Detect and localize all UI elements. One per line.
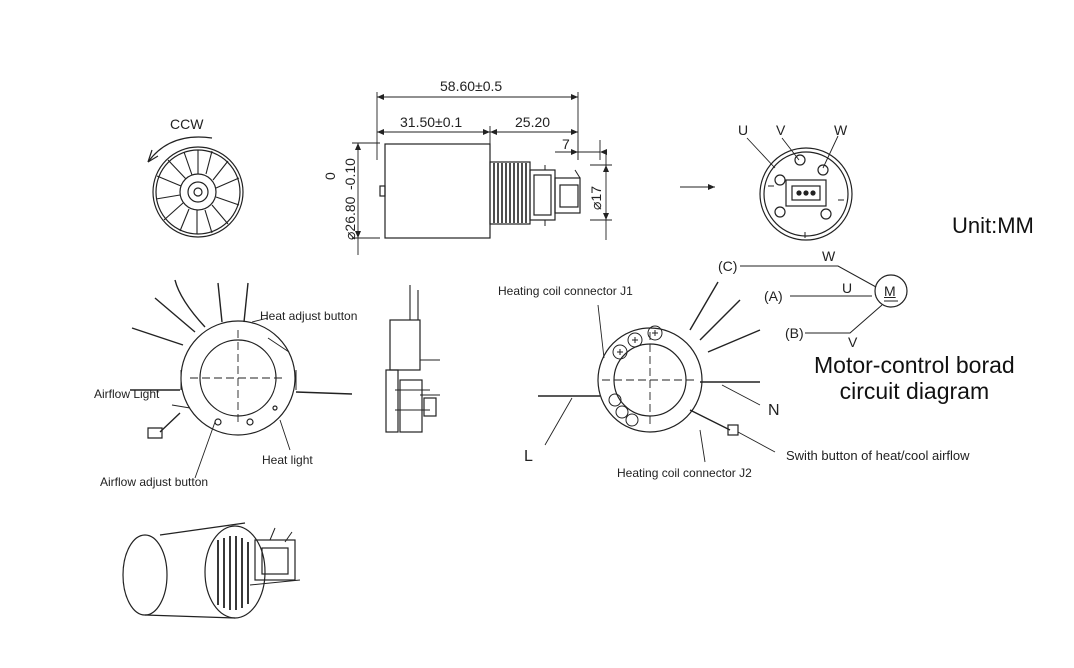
heat-adjust-button-label: Heat adjust button: [260, 309, 358, 323]
heating-coil-j1-label: Heating coil connector J1: [498, 284, 633, 298]
rear-view-uvw: [746, 135, 853, 241]
phase-w-label: W: [834, 122, 848, 138]
board-side-view: [385, 285, 440, 433]
front-view-fan: [147, 136, 244, 238]
switch-button-label: Swith button of heat/cool airflow: [786, 448, 970, 463]
iso-view: [122, 522, 301, 619]
wire-v-label: V: [848, 334, 858, 350]
body-length-dimension: 31.50±0.1: [400, 114, 463, 130]
overall-length-dimension: 58.60±0.5: [440, 78, 503, 94]
motor-circuit: [740, 265, 908, 334]
rotation-label: CCW: [170, 116, 204, 132]
heat-light-label: Heat light: [262, 453, 313, 467]
circuit-diagram-title: Motor-control borad circuit diagram: [814, 352, 1015, 405]
terminal-l-label: L: [524, 448, 533, 465]
phase-v-label: V: [776, 122, 786, 138]
circuit-title-line2: circuit diagram: [839, 378, 990, 405]
airflow-adjust-button-label: Airflow adjust button: [100, 475, 209, 489]
phase-u-label: U: [738, 122, 749, 138]
terminal-n-label: N: [768, 402, 780, 419]
body-tolerance-lower: -0.10: [342, 158, 358, 190]
terminal-b-label: (B): [785, 325, 804, 341]
left-control-board: [130, 279, 353, 479]
tip-diameter-dimension: ⌀17: [588, 185, 604, 210]
body-diameter-dimension: ⌀26.80: [342, 197, 359, 240]
terminal-c-label: (C): [718, 258, 738, 274]
body-diameter-value: ⌀26.80: [342, 196, 358, 240]
body-tolerance-upper: 0: [322, 172, 338, 180]
wire-u-label: U: [842, 280, 853, 296]
wire-w-label: W: [822, 248, 836, 264]
motor-symbol-label: M: [884, 283, 896, 299]
airflow-light-label: Airflow Light: [94, 387, 160, 401]
connector-length-dimension: 25.20: [515, 114, 551, 130]
side-view-motor: [352, 92, 715, 255]
circuit-title-line1: Motor-control borad: [814, 352, 1015, 378]
unit-label: Unit:MM: [952, 213, 1034, 238]
right-control-board: [538, 281, 776, 463]
terminal-a-label: (A): [764, 288, 783, 304]
heating-coil-j2-label: Heating coil connector J2: [617, 466, 752, 480]
tip-length-dimension: 7: [562, 136, 570, 152]
